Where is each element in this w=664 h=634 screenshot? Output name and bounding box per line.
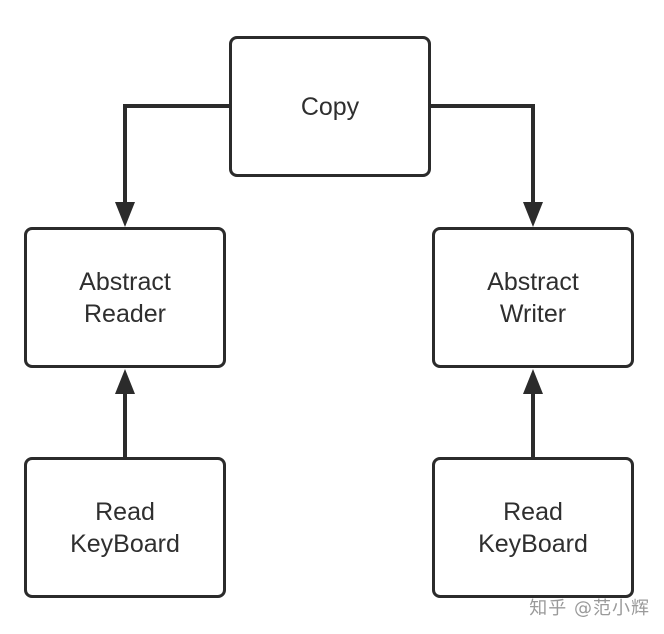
node-read-keyboard-right[interactable]: Read KeyBoard [432, 457, 634, 598]
watermark: 知乎 @范小辉 [529, 598, 650, 619]
node-abstract-reader[interactable]: Abstract Reader [24, 227, 226, 368]
node-read-keyboard-left-label: Read KeyBoard [70, 497, 180, 558]
node-abstract-writer-label: Abstract Writer [487, 267, 579, 328]
arrowhead-writer-bottom [523, 369, 543, 394]
node-copy[interactable]: Copy [229, 36, 431, 177]
edge-copy-to-reader [123, 104, 229, 205]
node-read-keyboard-left[interactable]: Read KeyBoard [24, 457, 226, 598]
node-copy-label: Copy [300, 92, 360, 121]
arrowhead-reader-top [115, 202, 135, 227]
edge-copy-to-writer [431, 104, 535, 205]
arrowhead-writer-top [523, 202, 543, 227]
node-read-keyboard-right-label: Read KeyBoard [478, 497, 588, 558]
node-abstract-writer[interactable]: Abstract Writer [432, 227, 634, 368]
node-abstract-reader-label: Abstract Reader [79, 267, 171, 328]
arrowhead-reader-bottom [115, 369, 135, 394]
